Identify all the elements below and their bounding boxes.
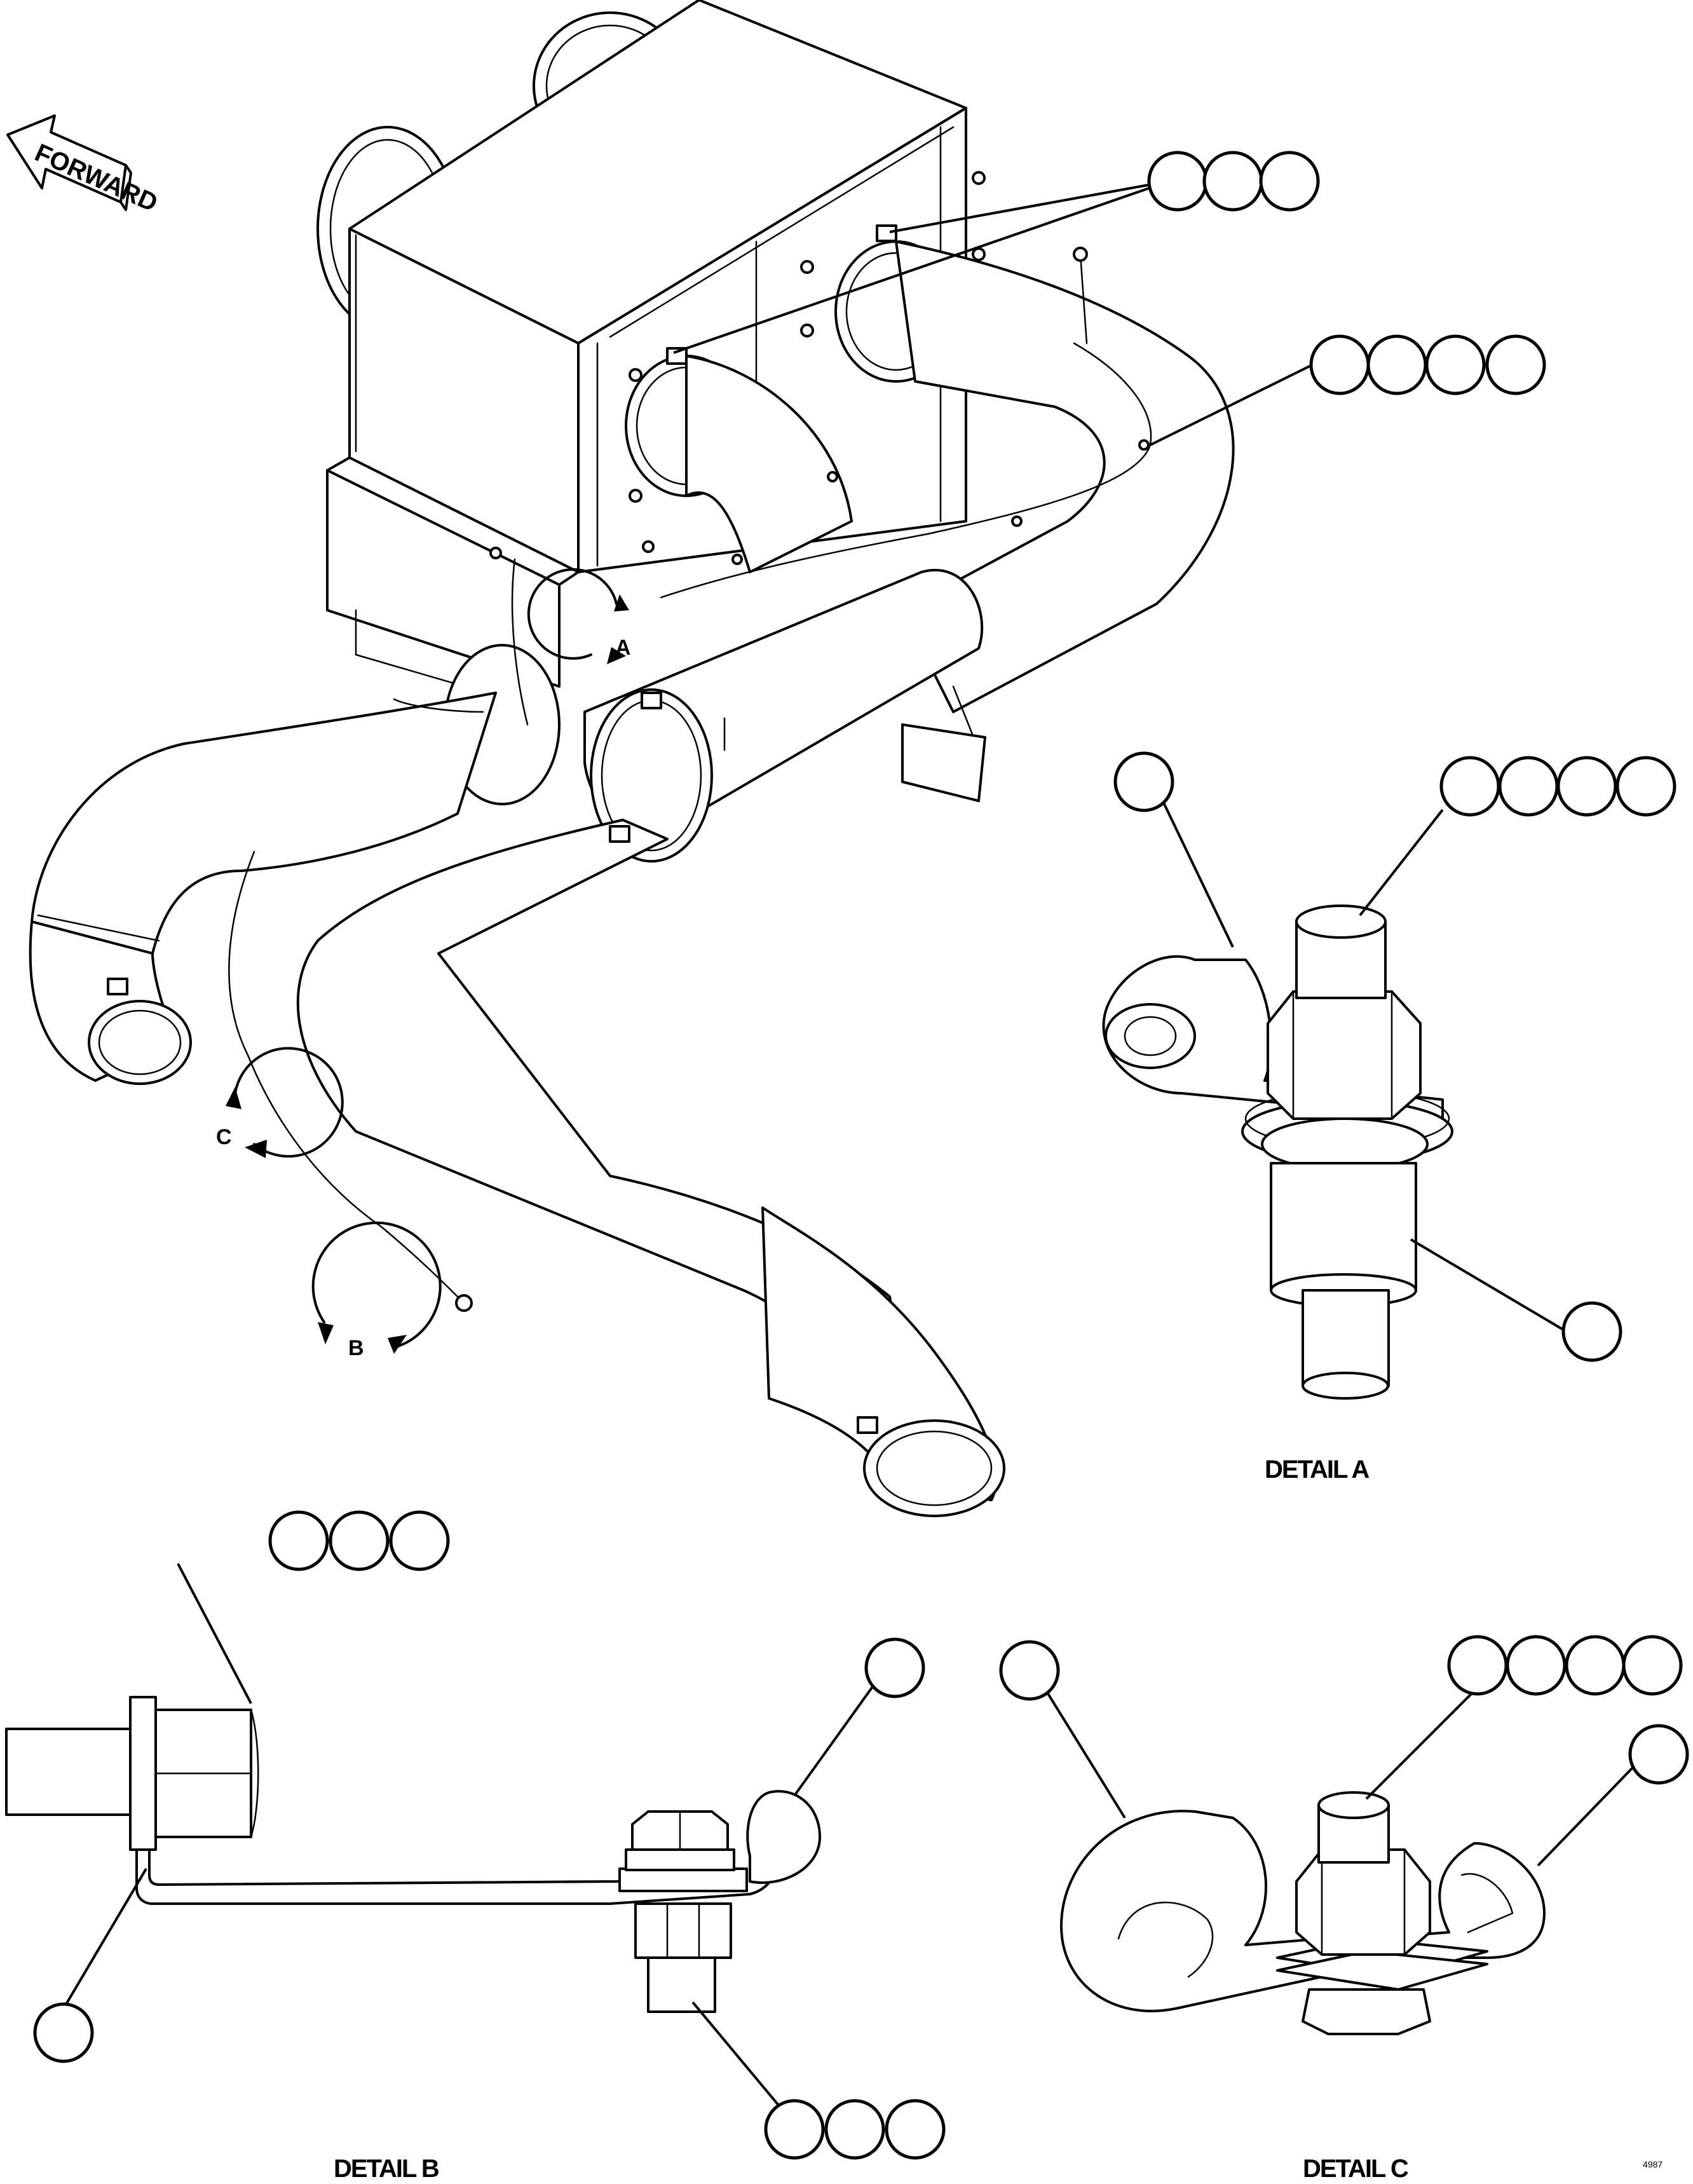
detail-b-title: DETAIL B [334,2155,439,2183]
upper-duct-right [834,240,1235,713]
detail-a [1102,788,1568,1400]
detail-a-title: DETAIL A [1265,1456,1369,1484]
upper-duct-left [625,355,853,573]
callout-group-detail-a-bolt [1439,756,1676,817]
callout-group-main-clamps-top [673,151,1320,354]
callout-group-main-clamps-right [1150,334,1546,446]
diagonal-duct [296,819,1005,1517]
view-indicator-b: B [311,1221,442,1360]
view-letter-a: A [615,636,631,660]
detail-c [1041,1683,1635,2035]
wire-harness [228,247,1152,1312]
callout-group-detail-b-nut [764,2099,946,2160]
callout-group-detail-a-clip [1113,751,1174,812]
callout-group-detail-b-clip [864,1637,925,1698]
forward-arrow: FORWARD [6,114,161,217]
sheet-number: 4987 [1643,2159,1662,2169]
left-elbow-duct [29,692,497,1085]
callout-group-detail-b-bolt [268,1510,450,1571]
callout-group-detail-c-bolt [1447,1635,1683,1696]
view-indicator-a: A [527,568,631,664]
main-duct [444,568,986,863]
view-letter-b: B [348,1336,364,1360]
callout-group-detail-c-clip-left [999,1640,1060,1701]
view-indicator-c: C [216,1047,344,1158]
callout-group-detail-c-clip-right [1628,1724,1689,1785]
callout-group-detail-a-stud [1561,1301,1622,1362]
detail-c-title: DETAIL C [1303,2155,1408,2183]
detail-b [5,1563,885,2118]
forward-arrow-label: FORWARD [31,139,161,217]
hose-clamps [37,224,897,1434]
main-assembly-view: A C B [29,0,1235,1517]
view-letter-c: C [216,1125,232,1149]
callout-group-detail-b-bracket [33,2002,94,2063]
